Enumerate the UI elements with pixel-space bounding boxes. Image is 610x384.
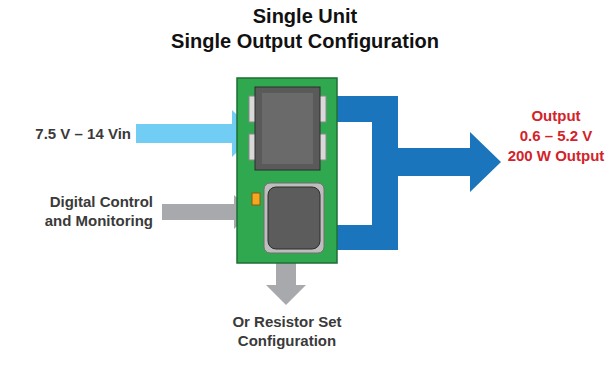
output-label: Output 0.6 – 5.2 V 200 W Output <box>508 106 605 166</box>
inductor <box>268 187 320 249</box>
smd-part <box>252 193 260 205</box>
power-component <box>255 87 320 170</box>
control-label: Digital Control and Monitoring <box>45 192 153 230</box>
inductor-pad <box>264 183 324 253</box>
power-component-face <box>262 93 313 164</box>
input-voltage-label: 7.5 V – 14 Vin <box>35 124 131 143</box>
resistor-set-arrow <box>266 262 306 305</box>
module-board <box>237 78 337 263</box>
diagram-title: Single Unit Single Output Configuration <box>171 4 439 54</box>
output-bus-arrow <box>335 96 501 250</box>
resistor-config-label: Or Resistor Set Configuration <box>232 312 341 350</box>
